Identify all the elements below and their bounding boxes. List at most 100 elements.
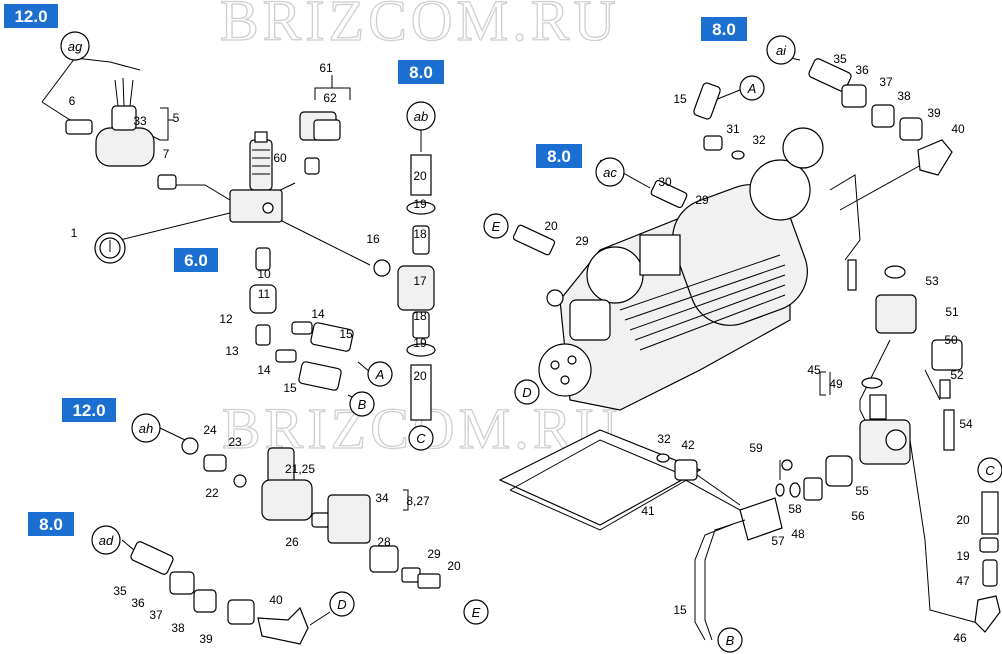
pump-unit-part (538, 127, 861, 411)
part-number-label: 55 (855, 484, 869, 498)
badge-section-6-0[interactable]: 6.0 (174, 248, 218, 272)
part-number-label: 14 (311, 307, 325, 321)
part-number-label: 26 (285, 535, 299, 549)
part-number-label: 49 (829, 377, 843, 391)
part-number-label: 46 (953, 631, 967, 645)
unloader-valve-part (229, 131, 354, 391)
hose-fitting-ad (130, 541, 309, 645)
part-number-label: 18 (413, 309, 427, 323)
leader-lines (41, 54, 986, 626)
part-number-label: 36 (131, 596, 145, 610)
tag-ac: ac (595, 157, 625, 187)
badge-section-8-0-ai[interactable]: 8.0 (701, 17, 747, 41)
svg-text:B: B (358, 397, 367, 412)
part-number-label: 13 (225, 344, 239, 358)
solenoid-valve-right (859, 265, 963, 465)
part-number-label: 12 (219, 312, 233, 326)
svg-text:ag: ag (68, 39, 83, 54)
tag-c-right: C (977, 457, 1002, 483)
part-number-label: 59 (749, 441, 763, 455)
part-number-label: 58 (788, 502, 802, 516)
tag-ad: ad (91, 525, 121, 555)
part-number-label: 24 (203, 423, 217, 437)
part-number-label: 50 (944, 333, 958, 347)
tag-c-middle: C (408, 425, 434, 451)
part-number-label: 37 (879, 75, 893, 89)
svg-text:E: E (472, 605, 481, 620)
svg-text:ad: ad (99, 533, 114, 548)
part-number-label: 14 (257, 363, 271, 377)
part-number-label: 21,25 (285, 462, 315, 476)
hose-column-c (974, 491, 1001, 633)
part-number-label: 48 (791, 527, 805, 541)
part-number-label: 17 (413, 274, 427, 288)
svg-text:8.0: 8.0 (39, 515, 63, 534)
circle-tags: ag ai ab ac ah ad A A B B C C D D E E (60, 31, 1002, 653)
badge-section-8-0-ac[interactable]: 8.0 (536, 144, 582, 168)
svg-text:A: A (375, 367, 385, 382)
tag-ah: ah (131, 413, 161, 443)
part-number-label: 19 (956, 549, 970, 563)
tag-ab: ab (406, 101, 436, 131)
part-number-label: 32 (657, 432, 671, 446)
part-number-label: 20 (544, 219, 558, 233)
tag-d-bottom: D (329, 591, 355, 617)
svg-text:D: D (337, 597, 346, 612)
part-number-label: 32 (752, 133, 766, 147)
part-number-label: 35 (113, 584, 127, 598)
part-number-label: 23 (228, 435, 242, 449)
badge-section-12-0-top[interactable]: 12.0 (4, 4, 58, 28)
part-number-label: 15 (283, 381, 297, 395)
part-number-label: 15 (673, 603, 687, 617)
part-drawings (65, 58, 1001, 645)
part-number-label: 7 (163, 147, 170, 161)
part-number-label: 19 (413, 197, 427, 211)
svg-text:ab: ab (414, 109, 428, 124)
watermark-top: BRIZCOM.RU (220, 0, 619, 53)
check-valve-assembly (656, 453, 853, 641)
part-number-label: 33 (133, 114, 147, 128)
part-number-label: 29 (575, 234, 589, 248)
part-number-label: 51 (945, 305, 959, 319)
badge-section-8-0-ab[interactable]: 8.0 (398, 60, 444, 84)
part-number-label: 19 (413, 336, 427, 350)
tag-ag: ag (60, 31, 90, 61)
tag-b-left: B (349, 391, 375, 417)
tag-a-top: A (739, 75, 765, 101)
part-number-label: 40 (951, 122, 965, 136)
part-number-label: 31 (726, 122, 740, 136)
part-number-label: 20 (956, 513, 970, 527)
tag-b-bottom: B (717, 627, 743, 653)
badge-section-12-0-ah[interactable]: 12.0 (62, 398, 116, 422)
pressure-switch-part (181, 437, 441, 589)
section-badges: 12.0 8.0 8.0 8.0 6.0 12.0 8.0 (4, 4, 747, 536)
part-number-label: 56 (851, 509, 865, 523)
part-number-label: 39 (199, 632, 213, 646)
part-number-label: 29 (695, 193, 709, 207)
part-number-label: 37 (149, 608, 163, 622)
part-number-label: 29 (427, 547, 441, 561)
part-number-label: 38 (897, 89, 911, 103)
svg-text:6.0: 6.0 (184, 251, 208, 270)
part-number-label: 5 (173, 111, 180, 125)
part-number-label: 42 (681, 438, 695, 452)
part-number-label: 18 (413, 227, 427, 241)
part-number-label: 36 (855, 63, 869, 77)
part-number-label: 28 (377, 535, 391, 549)
svg-text:C: C (985, 463, 995, 478)
svg-text:ac: ac (603, 165, 617, 180)
badge-section-8-0-ad[interactable]: 8.0 (28, 512, 74, 536)
hose-fitting-ai (512, 58, 953, 256)
svg-text:E: E (492, 219, 501, 234)
tag-d-pump: D (514, 379, 540, 405)
part-number-label: 20 (413, 169, 427, 183)
svg-text:B: B (726, 633, 735, 648)
svg-text:8.0: 8.0 (712, 20, 736, 39)
part-number-label: 34 (375, 491, 389, 505)
part-number-label: 8,27 (406, 494, 430, 508)
pressure-gauge-part (94, 232, 126, 264)
part-number-label: 11 (258, 287, 271, 301)
part-number-label: 40 (269, 593, 283, 607)
